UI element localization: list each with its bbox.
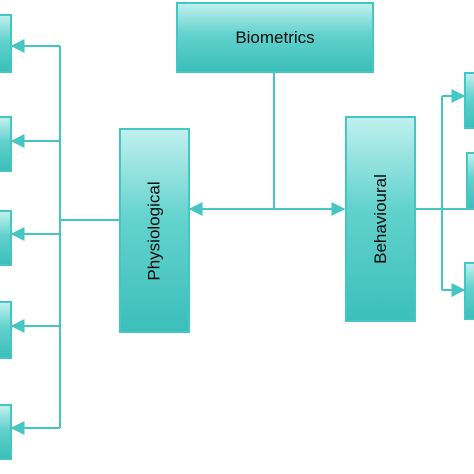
physiological-child-node-3 [0,210,12,266]
behavioural-child-node-3 [464,262,474,320]
behavioural-node: Behavioural [345,116,416,322]
physiological-child-node-4 [0,301,12,359]
behavioural-child-node-1 [464,72,474,129]
physiological-label: Physiological [144,180,164,281]
physiological-child-node-1 [0,14,12,73]
biometrics-label: Biometrics [235,27,315,47]
physiological-child-node-2 [0,116,12,172]
biometrics-node: Biometrics [176,2,374,73]
physiological-node: Physiological [119,128,190,333]
physiological-child-node-5 [0,404,12,460]
behavioural-child-node-2 [466,152,474,210]
behavioural-label: Behavioural [370,174,390,264]
